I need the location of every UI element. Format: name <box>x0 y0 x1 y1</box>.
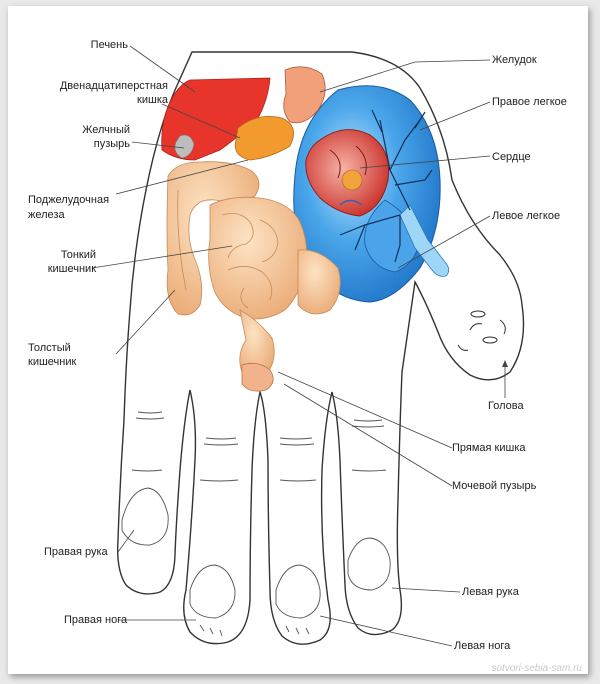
label-liver: Печень <box>90 39 128 51</box>
label-small-intestine-line2: кишечник <box>47 263 96 275</box>
finger-creases <box>131 411 387 482</box>
intestines <box>166 161 341 379</box>
label-right-lung: Правое легкое <box>492 96 567 108</box>
limb-figures <box>121 487 391 637</box>
label-large-intestine-line2: кишечник <box>28 356 77 368</box>
label-pancreas-line2: железа <box>28 209 65 221</box>
stomach <box>283 66 326 124</box>
heart <box>305 129 390 217</box>
gallbladder <box>174 134 195 159</box>
label-bladder: Мочевой пузырь <box>452 480 537 492</box>
rectum <box>241 362 274 392</box>
label-duodenum-line2: кишка <box>137 94 168 106</box>
label-large-intestine-line1: Толстый <box>28 342 71 354</box>
label-gallbladder-line1: Желчный <box>82 124 130 136</box>
duodenum <box>234 115 294 161</box>
label-right-arm: Правая рука <box>44 546 108 558</box>
label-pancreas-line1: Поджелудочная <box>28 194 110 206</box>
label-small-intestine-line1: Тонкий <box>60 249 96 261</box>
label-rectum: Прямая кишка <box>452 442 526 454</box>
label-stomach: Желудок <box>492 54 537 66</box>
label-left-leg: Левая нога <box>454 640 511 652</box>
label-right-leg: Правая нога <box>64 614 128 626</box>
label-duodenum-line1: Двенадцатиперстная <box>59 80 168 92</box>
label-heart: Сердце <box>492 151 531 163</box>
label-gallbladder-line2: пузырь <box>93 138 130 150</box>
leader-arrowheads <box>502 360 508 367</box>
intestine-folds <box>177 189 279 309</box>
label-head: Голова <box>488 400 524 412</box>
head-face <box>457 310 506 351</box>
label-left-arm: Левая рука <box>462 586 519 598</box>
watermark: sotvori-sebia-sam.ru <box>491 663 582 674</box>
label-left-lung: Левое легкое <box>492 210 561 222</box>
leader-lines <box>91 45 506 647</box>
